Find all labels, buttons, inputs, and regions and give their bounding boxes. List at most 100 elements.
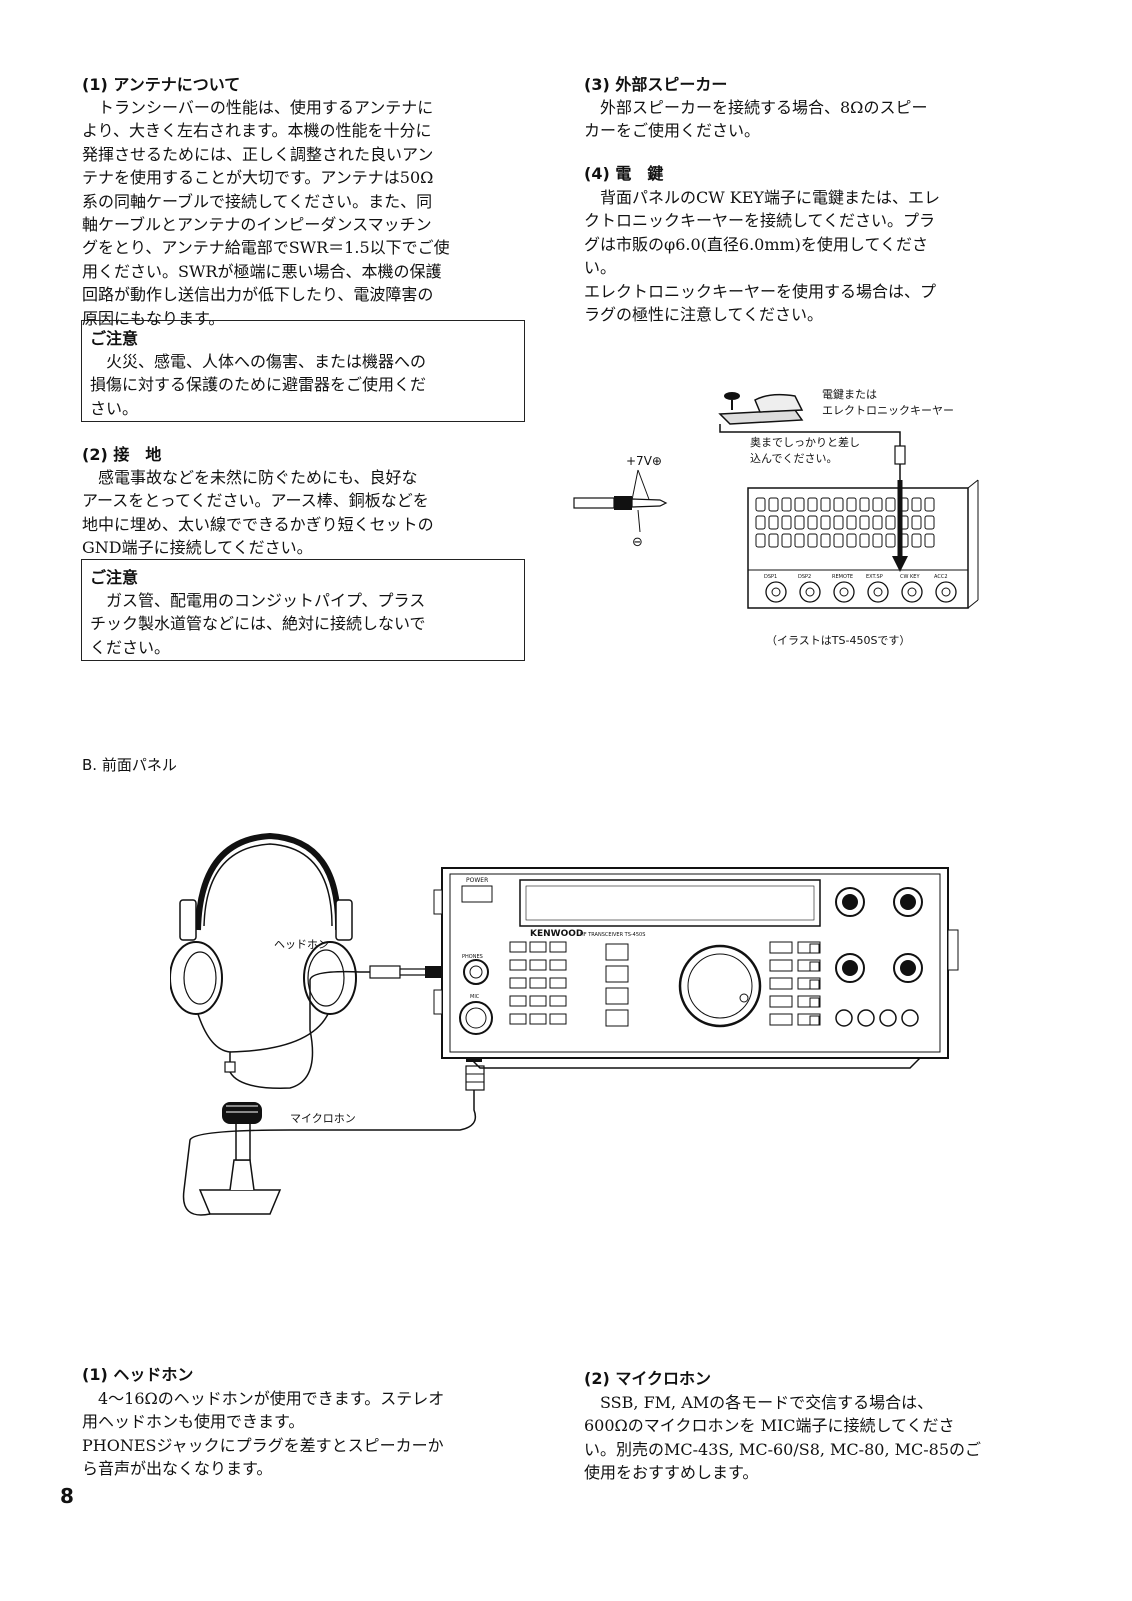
mode-button <box>605 965 629 983</box>
rear-vent-slot <box>781 497 792 512</box>
keypad-button <box>549 941 567 953</box>
ground-text-line: 地中に埋め、太い線でできるかぎり短くセットの <box>82 514 434 534</box>
keypad-button <box>529 995 547 1007</box>
keypad-button <box>509 959 527 971</box>
notice-text-line: さい。 <box>90 398 139 418</box>
mic-jack-label: MIC <box>470 994 480 1000</box>
rear-vent-slot <box>859 515 870 530</box>
model-label: HF TRANSCEIVER TS-450S <box>580 932 645 938</box>
key-text-line: グは市販のφ6.0(直径6.0mm)を使用してくださ <box>584 234 928 254</box>
mic-label: マイクロホン <box>290 1112 356 1125</box>
function-button <box>769 941 793 954</box>
plug-polarity-diagram: +7V⊕ ⊖ <box>573 454 668 550</box>
rear-vent-slot <box>859 497 870 512</box>
notice-body: 火災、感電、人体への傷害、または機器への損傷に対する保護のために避雷器をご使用く… <box>90 350 516 420</box>
mode-button <box>605 943 629 961</box>
insert-label-line2: 込んでください。 <box>750 452 837 465</box>
side-switch <box>809 1015 820 1026</box>
headphone-heading: (1) ヘッドホン <box>82 1365 194 1384</box>
microphone-text-line: い。別売のMC-43S, MC-60/S8, MC-80, MC-85のご <box>584 1439 982 1459</box>
section-b-title: B. 前面パネル <box>82 756 177 774</box>
antenna-text-line: 原因にもなります。 <box>82 308 225 328</box>
rear-jack-center <box>941 587 951 597</box>
rear-jack-center <box>771 587 781 597</box>
rear-vent-slot <box>794 497 805 512</box>
headphone-label: ヘッドホン <box>274 938 329 951</box>
control-knob-cap <box>900 894 916 910</box>
rear-vent-slot <box>872 497 883 512</box>
notice-text-line: 損傷に対する保護のために避雷器をご使用くだ <box>90 375 427 395</box>
keypad-button <box>509 1013 527 1025</box>
keypad-button <box>509 941 527 953</box>
keypad-button <box>509 995 527 1007</box>
rear-vent-slot <box>885 497 896 512</box>
front-panel-figure: ヘッドホン マイクロホン POWER KENWOOD HF TRANSCEIVE… <box>170 832 959 1216</box>
function-button <box>769 959 793 972</box>
rear-jack-center <box>873 587 883 597</box>
rear-vent-slot <box>807 533 818 548</box>
rear-vent-slot <box>794 515 805 530</box>
speaker-heading: (3) 外部スピーカー <box>584 75 728 94</box>
ground-notice: ご注意 ガス管、配電用のコンジットパイプ、プラスチック製水道管などには、絶対に接… <box>81 559 525 661</box>
keypad-button <box>549 1013 567 1025</box>
rear-vent-slot <box>768 533 779 548</box>
brand-label: KENWOOD <box>530 929 583 939</box>
keypad-button <box>549 995 567 1007</box>
rear-vent-slot <box>755 497 766 512</box>
notice-text-line: チック製水道管などには、絶対に接続しないで <box>90 614 426 634</box>
mode-button <box>605 987 629 1005</box>
phones-label: PHONES <box>462 954 483 960</box>
antenna-notice: ご注意 火災、感電、人体への傷害、または機器への損傷に対する保護のために避雷器を… <box>81 320 525 422</box>
headphone-text-line: ら音声が出なくなります。 <box>82 1459 273 1479</box>
rear-jack-label: DSP2 <box>798 574 811 580</box>
notice-title: ご注意 <box>90 568 139 587</box>
rear-vent-slot <box>807 497 818 512</box>
rear-jack-center <box>907 587 917 597</box>
rear-vent-slot <box>846 533 857 548</box>
antenna-text-line: グをとり、アンテナ給電部でSWR＝1.5以下でご使 <box>82 238 450 258</box>
rear-vent-slot <box>807 515 818 530</box>
key-heading: (4) 電 鍵 <box>584 164 664 183</box>
rear-jack-label: EXT.SP <box>866 574 883 580</box>
rear-vent-slot <box>924 497 935 512</box>
antenna-text-line: 用ください。SWRが極端に悪い場合、本機の保護 <box>82 261 442 281</box>
rear-vent-slot <box>755 533 766 548</box>
ground-body: 感電事故などを未然に防ぐためにも、良好なアースをとってください。アース棒、銅板な… <box>82 466 434 560</box>
rear-vent-slot <box>924 533 935 548</box>
rear-vent-slot <box>820 533 831 548</box>
function-button <box>769 977 793 990</box>
rear-vent-slot <box>859 533 870 548</box>
key-text-line: エレクトロニックキーヤーを使用する場合は、プ <box>584 281 937 301</box>
ground-text-line: 感電事故などを未然に防ぐためにも、良好な <box>82 468 418 487</box>
function-button <box>797 977 821 990</box>
rear-vent-slot <box>781 515 792 530</box>
function-button <box>797 995 821 1008</box>
key-body: 背面パネルのCW KEY端子に電鍵または、エレクトロニックキーヤーを接続してくだ… <box>584 186 940 326</box>
notice-title: ご注意 <box>90 329 139 348</box>
key-label-line2: エレクトロニックキーヤー <box>822 404 954 417</box>
rear-jack-label: DSP1 <box>764 574 777 580</box>
antenna-text-line: 軸ケーブルとアンテナのインピーダンスマッチン <box>82 215 432 235</box>
key-text-line: い。 <box>584 258 617 278</box>
control-knob-cap <box>842 894 858 910</box>
rear-vent-slot <box>911 515 922 530</box>
microphone-text-line: 600Ωのマイクロホンを MIC端子に接続してくださ <box>584 1416 955 1436</box>
headphones-icon <box>170 832 357 1073</box>
keypad-button <box>549 959 567 971</box>
keypad-button <box>529 977 547 989</box>
rear-vent-slot <box>911 533 922 548</box>
rear-vent-slot <box>872 515 883 530</box>
plus-label: +7V⊕ <box>626 454 662 468</box>
rear-figure-caption: （イラストはTS-450Sです） <box>766 634 910 647</box>
function-button <box>797 1013 821 1026</box>
function-button <box>797 959 821 972</box>
antenna-heading: (1) アンテナについて <box>82 75 241 94</box>
rear-vent-slot <box>768 515 779 530</box>
antenna-text-line: より、大きく左右されます。本機の性能を十分に <box>82 121 432 141</box>
side-switch <box>809 997 820 1008</box>
control-knob-cap <box>900 960 916 976</box>
headphone-text-line: PHONESジャックにプラグを差すとスピーカーか <box>82 1435 444 1455</box>
straight-key-icon <box>718 392 804 425</box>
key-text-line: 背面パネルのCW KEY端子に電鍵または、エレ <box>584 188 940 207</box>
